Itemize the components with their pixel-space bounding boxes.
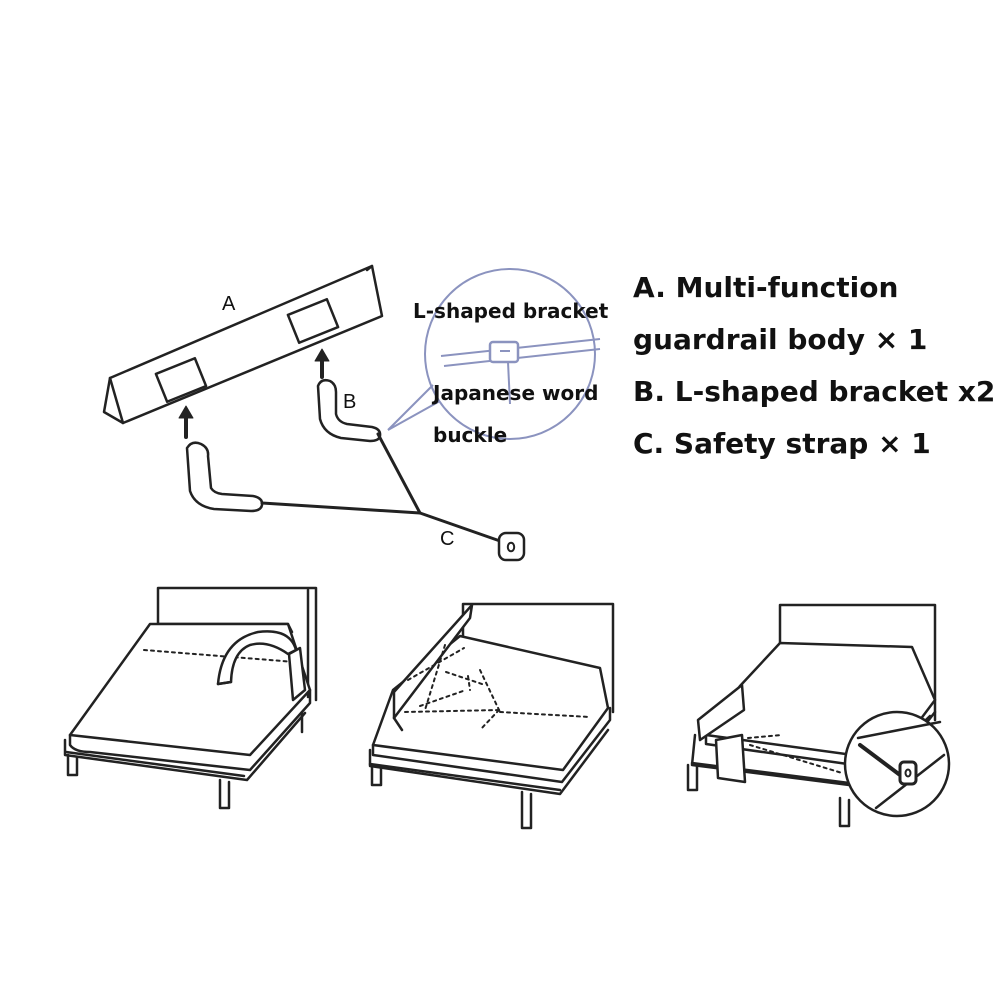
bed-illustration-3	[686, 603, 951, 828]
part-label-a: A	[222, 293, 236, 315]
callout-magnifier	[387, 268, 601, 440]
bed-illustration-1	[63, 586, 318, 810]
safety-strap-c	[260, 432, 502, 543]
callout-label-buckle-line1: Japanese word	[433, 381, 599, 405]
l-bracket-b	[316, 378, 382, 443]
guardrail-body-a	[102, 264, 384, 425]
buckle-hole	[506, 541, 516, 553]
guardrail-window-left	[154, 356, 208, 404]
part-label-c: C	[440, 528, 454, 550]
callout-label-bracket: L-shaped bracket	[413, 299, 609, 323]
callout-label-buckle-line2: buckle	[433, 423, 508, 447]
legend-item-a-line1: A. Multi-function	[633, 271, 899, 304]
buckle-icon	[497, 531, 526, 562]
legend-item-c: C. Safety strap × 1	[633, 427, 931, 460]
legend-item-a-line2: guardrail body × 1	[633, 323, 928, 356]
legend-item-b: B. L-shaped bracket x2	[633, 375, 996, 408]
guardrail-window-right	[286, 297, 340, 345]
up-arrow-icon	[178, 405, 194, 439]
bed-illustration-2	[368, 602, 615, 830]
parts-legend: A. Multi-function guardrail body × 1 B. …	[633, 262, 996, 470]
l-bracket-left	[185, 441, 264, 513]
part-label-b: B	[343, 391, 356, 413]
up-arrow-icon	[314, 348, 330, 379]
